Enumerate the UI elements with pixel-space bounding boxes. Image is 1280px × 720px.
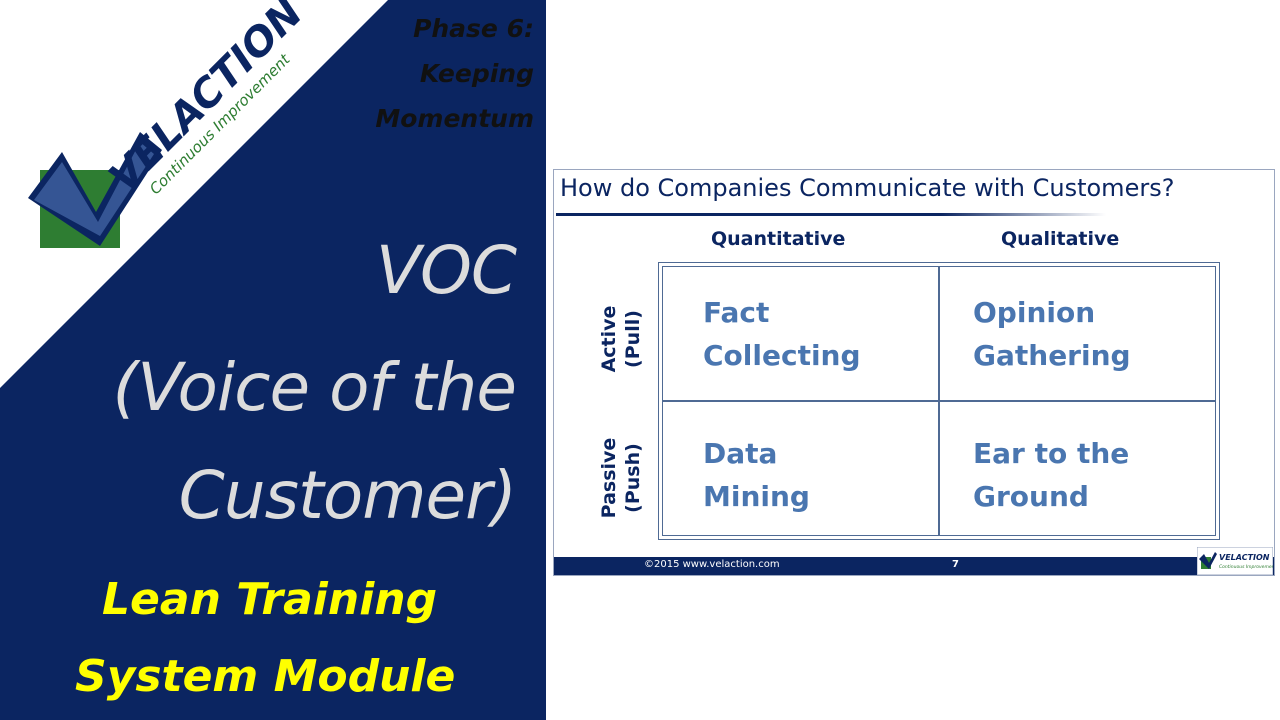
phase-title-line2: Momentum [375, 104, 534, 133]
cell-ear-to-the-ground: Ear to the Ground [973, 432, 1129, 518]
row-header-active-line1: Active [598, 305, 620, 373]
row-header-passive: Passive (Push) [597, 403, 645, 553]
slide-footer: ©2015 www.velaction.com 7 [554, 557, 1274, 575]
logo-wordmark: VELACTION [101, 0, 312, 201]
cell-line: Opinion [973, 296, 1096, 329]
velaction-logo: VELACTION Continuous Improvement [28, 0, 312, 248]
slide-preview: How do Companies Communicate with Custom… [553, 169, 1275, 576]
column-header-quantitative: Quantitative [711, 228, 846, 250]
slide-title: How do Companies Communicate with Custom… [560, 174, 1175, 202]
quadrant-grid: Fact Collecting Opinion Gathering Data M… [662, 266, 1216, 536]
cell-line: Ear to the [973, 437, 1130, 470]
row-header-passive-line1: Passive [598, 437, 620, 519]
footer-logo-wordmark: VELACTION [1219, 553, 1270, 562]
cell-line: Ground [973, 480, 1089, 513]
footer-velaction-logo: VELACTION Continuous Improvement [1197, 547, 1273, 575]
footer-logo-tagline: Continuous Improvement [1219, 564, 1273, 570]
title-underline [556, 213, 1106, 216]
cell-line: Collecting [703, 339, 861, 372]
cell-line: Mining [703, 480, 810, 513]
row-header-active: Active (Pull) [597, 264, 645, 414]
topic-title-line1: VOC [375, 232, 517, 309]
footer-copyright: ©2015 www.velaction.com [644, 559, 780, 570]
module-label-line2: System Module [75, 651, 456, 702]
cell-fact-collecting: Fact Collecting [703, 291, 861, 377]
cell-line: Data [703, 437, 778, 470]
module-label-line1: Lean Training [102, 574, 438, 625]
cell-line: Gathering [973, 339, 1131, 372]
column-header-qualitative: Qualitative [1001, 228, 1120, 250]
cell-line: Fact [703, 296, 770, 329]
grid-horizontal-divider [663, 400, 1215, 402]
row-header-passive-line2: (Push) [622, 443, 644, 513]
footer-page-number: 7 [952, 559, 959, 570]
cell-opinion-gathering: Opinion Gathering [973, 291, 1131, 377]
phase-title-line1: Keeping [419, 59, 534, 88]
row-header-active-line2: (Pull) [622, 310, 644, 368]
white-diagonal-band [0, 0, 388, 388]
left-panel: VELACTION Continuous Improvement Phase 6… [0, 0, 546, 720]
phase-number: Phase 6: [413, 14, 534, 43]
topic-title-line2: (Voice of the [112, 349, 517, 426]
topic-title-line3: Customer) [178, 457, 517, 534]
cell-data-mining: Data Mining [703, 432, 810, 518]
